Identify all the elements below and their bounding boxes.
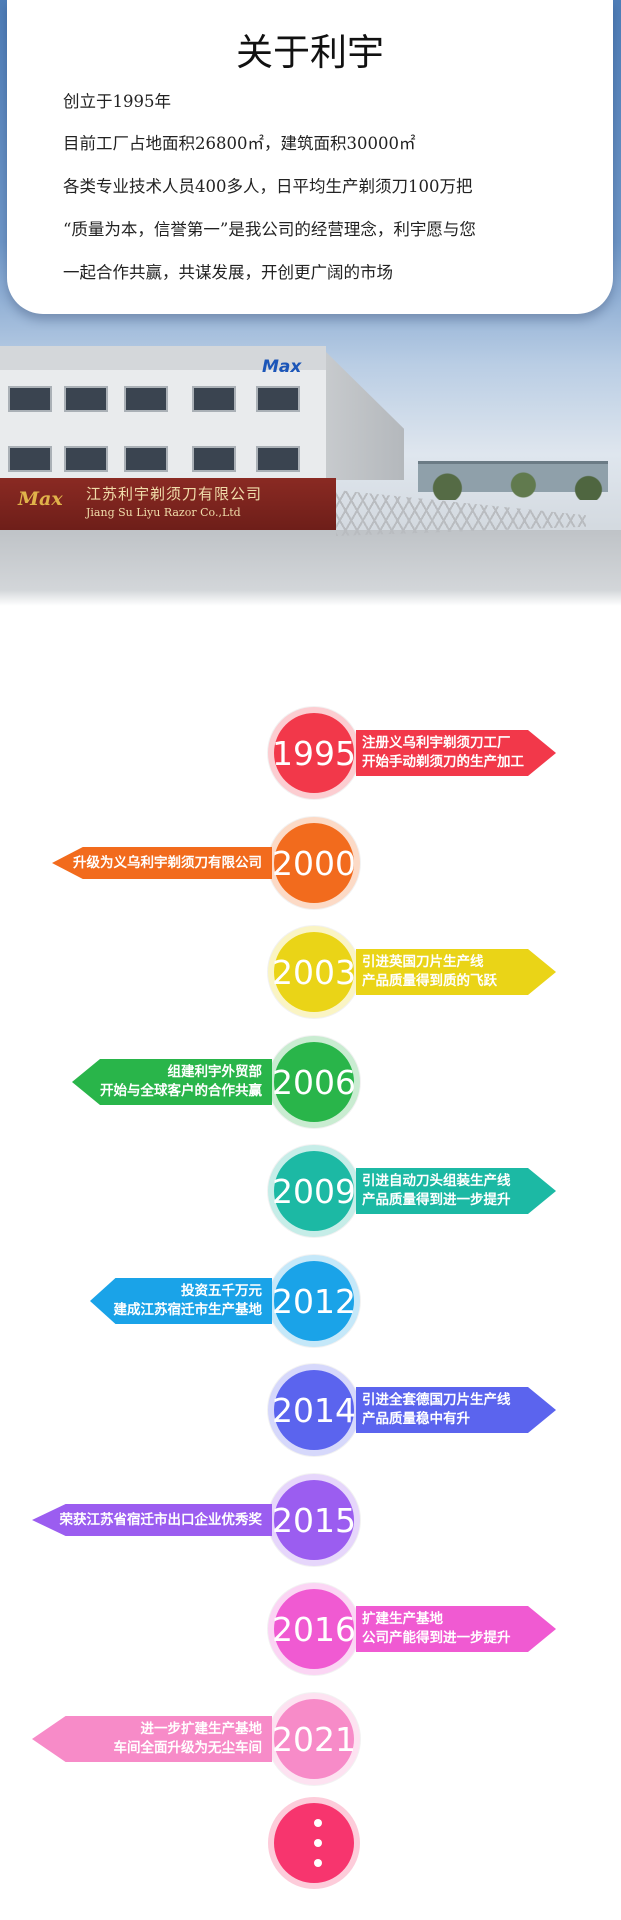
milestone-banner: 引进英国刀片生产线产品质量得到质的飞跃	[356, 949, 556, 995]
milestone-text: 引进英国刀片生产线	[362, 954, 484, 970]
milestone-text: 升级为义乌利宇剃须刀有限公司	[73, 854, 262, 871]
building-logo: Max	[262, 357, 302, 377]
milestone-text: 投资五千万元	[181, 1283, 262, 1299]
trees	[404, 470, 621, 500]
about-card: 关于利宇 创立于1995年 目前工厂占地面积26800㎡，建筑面积30000㎡ …	[7, 0, 613, 314]
window	[256, 446, 300, 472]
year-label: 2021	[272, 1719, 356, 1759]
milestone-banner: 升级为义乌利宇剃须刀有限公司	[52, 847, 272, 879]
window	[256, 386, 300, 412]
milestone-banner: 进一步扩建生产基地车间全面升级为无尘车间	[32, 1716, 272, 1762]
milestone-text: 进一步扩建生产基地	[140, 1721, 263, 1737]
sign-logo: Max	[18, 488, 63, 510]
year-circle: 2016	[268, 1583, 360, 1675]
milestone-text: 注册义乌利宇剃须刀工厂	[362, 735, 511, 751]
dot	[314, 1819, 322, 1827]
window	[64, 446, 108, 472]
milestone-banner: 注册义乌利宇剃须刀工厂开始手动剃须刀的生产加工	[356, 730, 556, 776]
milestone-text: 引进自动刀头组装生产线	[362, 1173, 511, 1189]
window	[192, 446, 236, 472]
milestone-text: 扩建生产基地	[362, 1611, 443, 1627]
year-circle: 2003	[268, 926, 360, 1018]
window	[64, 386, 108, 412]
milestone-text: 建成江苏宿迁市生产基地	[113, 1302, 263, 1318]
milestone-text: 组建利宇外贸部	[167, 1064, 263, 1080]
about-line: 目前工厂占地面积26800㎡，建筑面积30000㎡	[63, 134, 416, 153]
milestone-text: 产品质量得到质的飞跃	[362, 973, 497, 989]
window	[8, 386, 52, 412]
year-circle: 2006	[268, 1036, 360, 1128]
milestone-text: 引进全套德国刀片生产线	[362, 1392, 511, 1408]
milestone-banner: 引进自动刀头组装生产线产品质量得到进一步提升	[356, 1168, 556, 1214]
about-line: “质量为本，信誉第一”是我公司的经营理念，利宇愿与您	[63, 220, 476, 239]
year-circle: 2014	[268, 1364, 360, 1456]
sign-company-name-cn: 江苏利宇剃须刀有限公司	[86, 485, 263, 503]
year-label: 2000	[272, 843, 356, 883]
milestone-banner: 引进全套德国刀片生产线产品质量稳中有升	[356, 1387, 556, 1433]
year-label: 2009	[272, 1171, 356, 1211]
year-label: 2016	[272, 1609, 356, 1649]
about-line: 一起合作共赢，共谋发展，开创更广阔的市场	[63, 263, 393, 282]
photo-fade	[0, 590, 621, 606]
milestone-banner: 荣获江苏省宿迁市出口企业优秀奖	[32, 1504, 272, 1536]
year-label: 2006	[272, 1062, 356, 1102]
milestone-text: 开始与全球客户的合作共赢	[100, 1083, 262, 1099]
sign-company-name-en: Jiang Su Liyu Razor Co.,Ltd	[86, 506, 241, 519]
window	[8, 446, 52, 472]
window	[124, 446, 168, 472]
window	[192, 386, 236, 412]
company-sign	[0, 478, 336, 530]
building-roof	[0, 346, 326, 372]
dot	[314, 1859, 322, 1867]
year-circle: 2015	[268, 1474, 360, 1566]
year-circle: 2012	[268, 1255, 360, 1347]
milestone-text: 荣获江苏省宿迁市出口企业优秀奖	[59, 1511, 263, 1528]
about-line: 各类专业技术人员400多人，日平均生产剃须刀100万把	[63, 177, 473, 196]
year-circle: 2000	[268, 817, 360, 909]
milestone-banner: 扩建生产基地公司产能得到进一步提升	[356, 1606, 556, 1652]
year-label: 2014	[272, 1390, 356, 1430]
year-circle: 2021	[268, 1693, 360, 1785]
year-label: 2003	[272, 952, 356, 992]
year-label: 1995	[272, 733, 356, 773]
about-title: 关于利宇	[236, 31, 384, 74]
milestone-banner: 投资五千万元建成江苏宿迁市生产基地	[90, 1278, 272, 1324]
window	[124, 386, 168, 412]
year-label: 2015	[272, 1500, 356, 1540]
more-dots-icon	[268, 1797, 360, 1889]
dot	[314, 1839, 322, 1847]
about-line: 创立于1995年	[63, 92, 171, 111]
milestone-text: 车间全面升级为无尘车间	[113, 1740, 263, 1756]
milestone-text: 开始手动剃须刀的生产加工	[362, 754, 524, 770]
milestone-text: 公司产能得到进一步提升	[362, 1630, 511, 1646]
milestone-text: 产品质量稳中有升	[362, 1411, 470, 1427]
year-label: 2012	[272, 1281, 356, 1321]
year-circle: 1995	[268, 707, 360, 799]
year-circle: 2009	[268, 1145, 360, 1237]
milestone-text: 产品质量得到进一步提升	[362, 1192, 511, 1208]
milestone-banner: 组建利宇外贸部开始与全球客户的合作共赢	[72, 1059, 272, 1105]
